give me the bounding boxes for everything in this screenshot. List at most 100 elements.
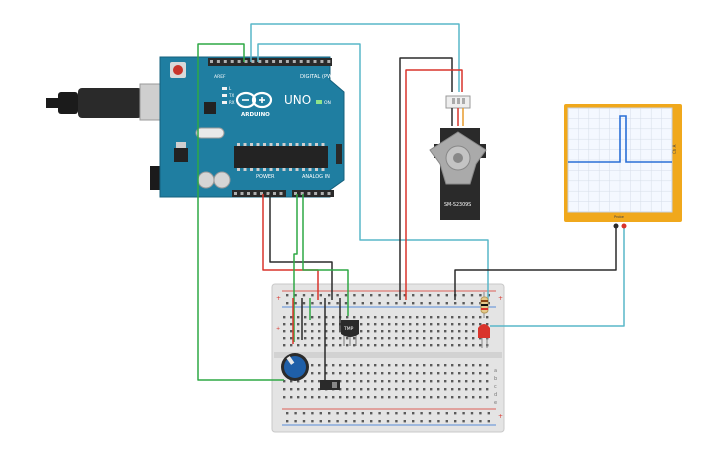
arduino-pin[interactable] — [300, 192, 304, 195]
breadboard-hole[interactable] — [325, 364, 328, 367]
rail-hole[interactable] — [487, 420, 490, 423]
breadboard-hole[interactable] — [360, 396, 363, 399]
breadboard-hole[interactable] — [367, 364, 370, 367]
arduino-pin[interactable] — [244, 60, 248, 63]
breadboard-hole[interactable] — [395, 344, 398, 347]
breadboard-hole[interactable] — [346, 388, 349, 391]
breadboard-hole[interactable] — [458, 396, 461, 399]
breadboard-hole[interactable] — [472, 337, 475, 340]
breadboard-hole[interactable] — [458, 388, 461, 391]
breadboard-hole[interactable] — [416, 344, 419, 347]
breadboard-hole[interactable] — [332, 330, 335, 333]
breadboard-hole[interactable] — [339, 372, 342, 375]
breadboard-hole[interactable] — [423, 372, 426, 375]
breadboard-hole[interactable] — [423, 380, 426, 383]
rail-hole[interactable] — [462, 302, 465, 305]
breadboard-hole[interactable] — [437, 380, 440, 383]
rail-hole[interactable] — [412, 412, 415, 415]
wire-cyan-servo-signal[interactable] — [250, 23, 460, 92]
breadboard-hole[interactable] — [465, 372, 468, 375]
breadboard-hole[interactable] — [374, 396, 377, 399]
breadboard-hole[interactable] — [367, 372, 370, 375]
servo-motor[interactable]: SM-S2309S — [429, 95, 487, 220]
breadboard-hole[interactable] — [409, 388, 412, 391]
rail-hole[interactable] — [294, 302, 297, 305]
oscilloscope[interactable]: Ch A Probe — [564, 104, 682, 229]
breadboard-hole[interactable] — [423, 364, 426, 367]
rail-hole[interactable] — [353, 420, 356, 423]
breadboard-hole[interactable] — [374, 388, 377, 391]
breadboard-hole[interactable] — [486, 323, 489, 326]
breadboard-hole[interactable] — [402, 364, 405, 367]
rail-hole[interactable] — [336, 294, 339, 297]
breadboard-hole[interactable] — [465, 330, 468, 333]
rail-hole[interactable] — [487, 294, 490, 297]
breadboard-hole[interactable] — [381, 330, 384, 333]
breadboard-hole[interactable] — [318, 380, 321, 383]
breadboard-hole[interactable] — [409, 396, 412, 399]
breadboard-hole[interactable] — [479, 316, 482, 319]
breadboard-hole[interactable] — [381, 364, 384, 367]
breadboard-hole[interactable] — [381, 396, 384, 399]
breadboard-hole[interactable] — [472, 396, 475, 399]
rail-hole[interactable] — [336, 412, 339, 415]
rail-hole[interactable] — [294, 412, 297, 415]
breadboard-hole[interactable] — [311, 344, 314, 347]
breadboard-hole[interactable] — [479, 380, 482, 383]
breadboard-hole[interactable] — [367, 380, 370, 383]
breadboard-hole[interactable] — [472, 344, 475, 347]
breadboard-hole[interactable] — [283, 344, 286, 347]
breadboard-hole[interactable] — [388, 388, 391, 391]
breadboard-hole[interactable] — [388, 344, 391, 347]
breadboard-hole[interactable] — [444, 337, 447, 340]
rail-hole[interactable] — [437, 412, 440, 415]
breadboard-hole[interactable] — [283, 388, 286, 391]
rail-hole[interactable] — [378, 412, 381, 415]
breadboard-hole[interactable] — [409, 380, 412, 383]
arduino-pin[interactable] — [260, 192, 263, 195]
breadboard-hole[interactable] — [374, 316, 377, 319]
rail-hole[interactable] — [403, 412, 406, 415]
breadboard-hole[interactable] — [402, 337, 405, 340]
breadboard-hole[interactable] — [304, 344, 307, 347]
rail-hole[interactable] — [454, 420, 457, 423]
rail-hole[interactable] — [470, 412, 474, 415]
breadboard-hole[interactable] — [325, 344, 328, 347]
breadboard-hole[interactable] — [458, 316, 461, 319]
breadboard-hole[interactable] — [402, 388, 405, 391]
breadboard-hole[interactable] — [458, 337, 461, 340]
rail-hole[interactable] — [386, 420, 390, 423]
rail-hole[interactable] — [445, 302, 448, 305]
arduino-pin[interactable] — [320, 60, 324, 63]
arduino-pin[interactable] — [327, 192, 331, 195]
arduino-pin[interactable] — [230, 60, 234, 63]
rail-hole[interactable] — [403, 302, 406, 305]
rail-hole[interactable] — [479, 420, 482, 423]
breadboard-hole[interactable] — [318, 316, 321, 319]
breadboard-hole[interactable] — [437, 396, 440, 399]
breadboard-top-rail-holes[interactable] — [286, 294, 490, 305]
breadboard-hole[interactable] — [304, 388, 307, 391]
arduino-pin[interactable] — [258, 60, 262, 63]
breadboard-hole[interactable] — [297, 344, 300, 347]
breadboard-hole[interactable] — [444, 396, 447, 399]
breadboard-hole[interactable] — [297, 337, 300, 340]
breadboard-hole[interactable] — [444, 323, 447, 326]
breadboard-hole[interactable] — [353, 344, 356, 347]
rail-hole[interactable] — [437, 294, 440, 297]
rail-hole[interactable] — [462, 294, 465, 297]
breadboard-hole[interactable] — [339, 388, 342, 391]
rail-hole[interactable] — [420, 412, 423, 415]
breadboard-hole[interactable] — [395, 316, 398, 319]
breadboard-hole[interactable] — [290, 344, 293, 347]
breadboard-hole[interactable] — [353, 388, 356, 391]
breadboard-hole[interactable] — [451, 316, 454, 319]
arduino-pin[interactable] — [253, 192, 257, 195]
breadboard-hole[interactable] — [451, 372, 454, 375]
rail-hole[interactable] — [361, 420, 364, 423]
breadboard-hole[interactable] — [451, 330, 454, 333]
breadboard-hole[interactable] — [283, 396, 286, 399]
rail-hole[interactable] — [370, 294, 373, 297]
arduino-pin[interactable] — [294, 192, 297, 195]
rail-hole[interactable] — [487, 412, 490, 415]
